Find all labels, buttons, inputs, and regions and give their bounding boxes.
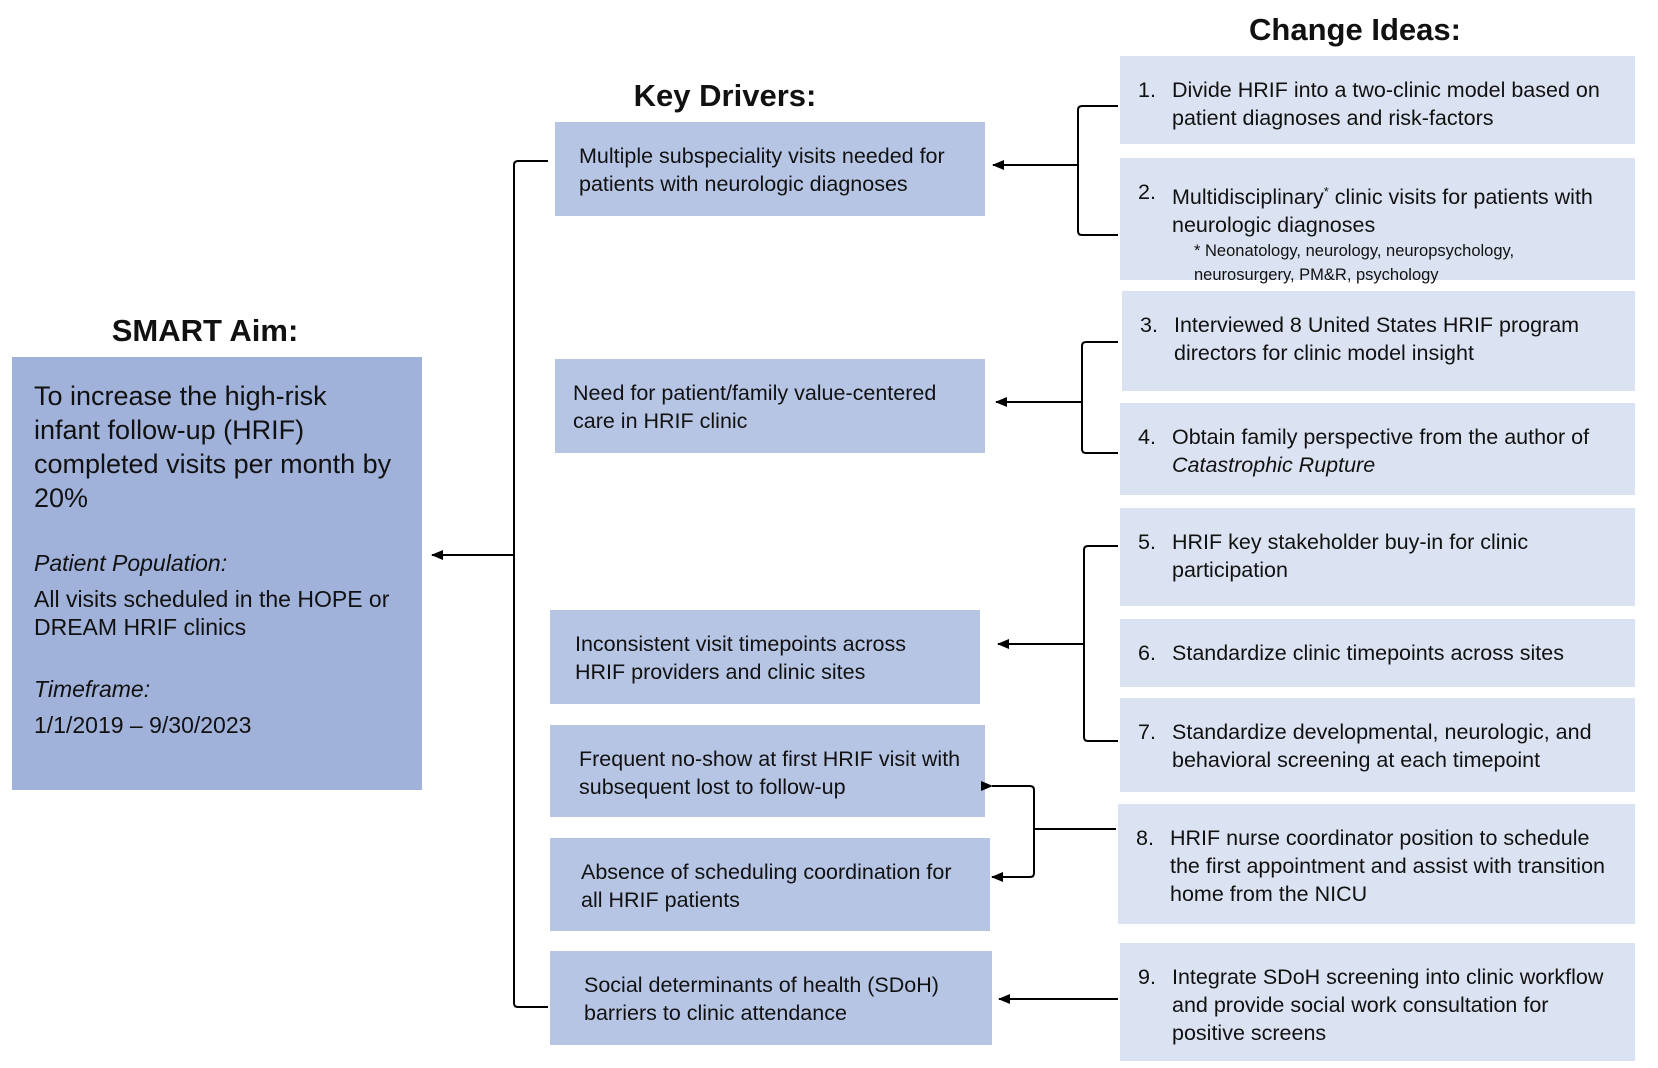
change-idea-box: 6. Standardize clinic timepoints across … bbox=[1120, 619, 1635, 687]
change-idea-box: 4. Obtain family perspective from the au… bbox=[1120, 403, 1635, 495]
idea-text: HRIF nurse coordinator position to sched… bbox=[1170, 826, 1605, 906]
driver-bracket-small bbox=[981, 781, 1035, 882]
population-label: Patient Population: bbox=[34, 550, 228, 576]
driver-box: Social determinants of health (SDoH) bar… bbox=[550, 951, 992, 1045]
idea-text: Obtain family perspective from the autho… bbox=[1172, 425, 1590, 449]
change-idea-box: 2. Multidisciplinary* clinic visits for … bbox=[1120, 158, 1635, 284]
change-idea-box: 9. Integrate SDoH screening into clinic … bbox=[1120, 943, 1635, 1061]
idea-number: 8. bbox=[1136, 826, 1154, 850]
timeframe-label: Timeframe: bbox=[34, 676, 151, 702]
driver-bracket bbox=[513, 160, 548, 1008]
footnote-marker: * bbox=[1323, 184, 1329, 199]
key-drivers-heading: Key Drivers: bbox=[633, 78, 817, 113]
idea-text: Integrate SDoH screening into clinic wor… bbox=[1172, 965, 1604, 1045]
idea-bracket bbox=[1077, 105, 1118, 236]
idea-number: 2. bbox=[1138, 180, 1156, 204]
idea-text: clinic visits for patients with neurolog… bbox=[1172, 185, 1593, 238]
idea-footnote: * Neonatology, neurology, neuropsycholog… bbox=[1194, 242, 1515, 285]
idea-text: Multidisciplinary bbox=[1172, 185, 1324, 210]
idea-number: 9. bbox=[1138, 965, 1156, 989]
smart-aim-box: To increase the high-risk infant follow-… bbox=[12, 357, 422, 790]
idea-text: Interviewed 8 United States HRIF program… bbox=[1174, 313, 1580, 365]
idea-text: Standardize developmental, neurologic, a… bbox=[1172, 720, 1592, 772]
idea-text: HRIF key stakeholder buy-in for clinic p… bbox=[1172, 530, 1529, 582]
smart-aim-heading: SMART Aim: bbox=[111, 313, 299, 348]
book-title: Catastrophic Rupture bbox=[1172, 453, 1376, 477]
timeframe-value: 1/1/2019 – 9/30/2023 bbox=[34, 712, 252, 738]
population-value: All visits scheduled in the HOPE or DREA… bbox=[34, 586, 390, 640]
idea-number: 1. bbox=[1138, 78, 1156, 102]
change-idea-box: 7. Standardize developmental, neurologic… bbox=[1120, 698, 1635, 792]
idea-text: Divide HRIF into a two-clinic model base… bbox=[1172, 78, 1600, 130]
idea-text: Standardize clinic timepoints across sit… bbox=[1172, 641, 1564, 665]
change-idea-box: 1. Divide HRIF into a two-clinic model b… bbox=[1120, 56, 1635, 144]
change-idea-box: 8. HRIF nurse coordinator position to sc… bbox=[1118, 804, 1635, 924]
idea-number: 4. bbox=[1138, 425, 1156, 449]
idea-number: 5. bbox=[1138, 530, 1156, 554]
idea-number: 3. bbox=[1140, 313, 1158, 337]
driver-box: Multiple subspeciality visits needed for… bbox=[555, 122, 985, 216]
driver-box: Inconsistent visit timepoints across HRI… bbox=[550, 610, 980, 704]
idea-bracket bbox=[1083, 545, 1118, 742]
driver-box: Absence of scheduling coordination for a… bbox=[550, 838, 990, 931]
driver-box: Need for patient/family value-centered c… bbox=[555, 359, 985, 453]
idea-number: 7. bbox=[1138, 720, 1156, 744]
change-idea-box: 5. HRIF key stakeholder buy-in for clini… bbox=[1120, 508, 1635, 606]
aim-statement: To increase the high-risk infant follow-… bbox=[34, 381, 392, 513]
idea-number: 6. bbox=[1138, 641, 1156, 665]
idea-bracket bbox=[1081, 341, 1118, 454]
change-idea-box: 3. Interviewed 8 United States HRIF prog… bbox=[1122, 291, 1635, 391]
change-ideas-heading: Change Ideas: bbox=[1249, 12, 1461, 47]
driver-box: Frequent no-show at first HRIF visit wit… bbox=[550, 725, 985, 817]
